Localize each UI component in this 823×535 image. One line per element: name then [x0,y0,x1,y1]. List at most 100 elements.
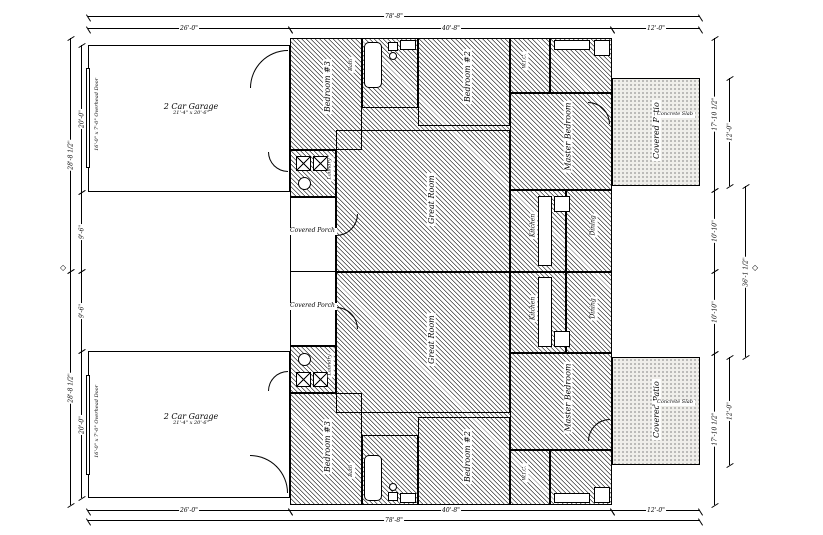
dim-label: 10'-10" [711,300,719,324]
garage-a-name: 2 Car Garage [163,102,219,111]
room-bath-a [362,38,418,108]
room-covered-patio-a [612,78,700,186]
dim-bottom-seg3: 12'-0" [612,506,700,514]
kitchen-counter-b [538,277,552,347]
dim-right-mid-b: 10'-10" [711,271,719,353]
shower-a [594,40,610,56]
dim-label: 28'-8 1/2" [67,138,75,171]
room-label-bed2-a: Bedroom #2 [462,49,473,105]
oh-door-note-a: 16'-0" x 7'-0" Overhead Door [94,78,100,151]
level-marker-icon: ◇ [752,263,759,272]
room-label-bath-a: Bath [348,56,355,73]
bathtub-b [364,455,382,501]
dim-label: 12'-0" [646,24,666,32]
water-heater-a [298,177,311,190]
room-label-master-b: Master Bedroom [563,361,573,434]
room-label-garage-a: 2 Car Garage 21'-4" x 20'-6" [128,102,254,117]
dim-bottom-overall: 78'-8" [88,516,700,524]
dim-label: 26'-0" [179,506,199,514]
dim-right-mid-a: 10'-10" [711,190,719,271]
dim-right-mid-width: 36'-1 1/2" [742,186,750,357]
room-label-garage-b: 2 Car Garage 21'-4" x 20'-6" [128,412,254,427]
dim-left-garage-b: 20'-0" [78,351,86,498]
room-bath-b [362,435,418,505]
room-label-dining-b: Dining [589,296,598,321]
room-label-kitchen-a: Kitchen [529,211,538,240]
dim-label: 20'-0" [78,108,86,129]
dim-bottom-seg2: 40'-8" [290,506,612,514]
dim-label: 40'-8" [441,24,461,32]
dim-right-master-b: 17'-10 1/2" [711,353,719,505]
room-label-porch-b: Covered Porch [288,302,337,310]
dryer-a [313,156,328,171]
dim-top-seg1: 26'-0" [88,24,290,32]
room-label-bed3-a: Bedroom #3 [322,59,333,115]
dim-left-mid-a: 9'-6" [78,192,86,271]
washer-a [296,156,311,171]
room-dining-b [566,271,612,353]
dim-label: 12'-0" [646,506,666,514]
dim-top-overall: 78'-8" [88,12,700,20]
patio-a-note: Concrete Slab [655,111,695,118]
room-label-bed3-b: Bedroom #3 [322,419,333,475]
room-label-bed2-b: Bedroom #2 [462,429,473,485]
dim-left-lower: 28'-8 1/2" [67,271,75,505]
room-label-wic-a: W.I.C. [521,51,529,71]
master-vanity-b [554,493,590,503]
dim-label: 40'-8" [441,506,461,514]
room-laundry-a [290,150,336,197]
master-vanity-a [554,40,590,50]
dim-top-seg2: 40'-8" [290,24,612,32]
room-master-bedroom-b [510,353,612,450]
garage-a-size: 21'-4" x 20'-6" [173,110,209,117]
dryer-b [313,372,328,387]
room-wic-a [510,38,550,93]
water-heater-b [298,353,311,366]
refrigerator-b [554,331,570,347]
dim-label: 17'-10 1/2" [711,96,719,132]
overhead-door-b [86,375,90,475]
room-label-dining-a: Dining [589,213,598,238]
room-label-master-a: Master Bedroom [563,100,573,173]
bathtub-a [364,42,382,88]
dim-top-seg3: 12'-0" [612,24,700,32]
toilet-b [388,492,398,501]
toilet-bowl-b [389,483,397,491]
dim-bottom-seg1: 26'-0" [88,506,290,514]
dim-right-patio-b: 12'-0" [726,357,734,465]
dim-label: 20'-0" [78,414,86,435]
room-label-kitchen-b: Kitchen [529,294,538,323]
room-label-porch-a: Covered Porch [288,227,337,235]
room-label-patio-a: Covered Patio [651,100,661,161]
room-great-room-b [336,271,510,413]
room-label-great-a: Great Room [426,173,436,226]
dim-left-upper: 28'-8 1/2" [67,38,75,271]
level-marker-icon: ◇ [60,263,67,272]
room-laundry-b [290,346,336,393]
dim-label: 9'-6" [78,302,86,320]
room-bedroom3-b [290,393,362,505]
room-label-great-b: Great Room [426,313,436,366]
room-label-bath-b: Bath [348,462,355,479]
dim-label: 12'-0" [726,401,734,421]
refrigerator-a [554,196,570,212]
overhead-door-a [86,68,90,168]
room-bedroom3-a [290,38,362,150]
washer-b [296,372,311,387]
dim-right-master-a: 17'-10 1/2" [711,38,719,190]
dim-label: 28'-8 1/2" [67,372,75,404]
room-bedroom2-b [418,417,510,505]
dim-label: 9'-6" [78,223,86,240]
vanity-a [400,40,416,50]
toilet-a [388,42,398,51]
patio-b-note: Concrete Slab [655,399,695,406]
dim-label: 12'-0" [726,122,734,142]
room-wic-b [510,450,550,505]
room-kitchen-b [510,271,566,353]
dim-left-mid-b: 9'-6" [78,271,86,351]
oh-door-note-b: 16'-0" x 7'-0" Overhead Door [94,385,100,458]
room-label-patio-b: Covered Patio [651,379,661,440]
room-master-bath-b [550,450,612,505]
room-master-bath-a [550,38,612,93]
